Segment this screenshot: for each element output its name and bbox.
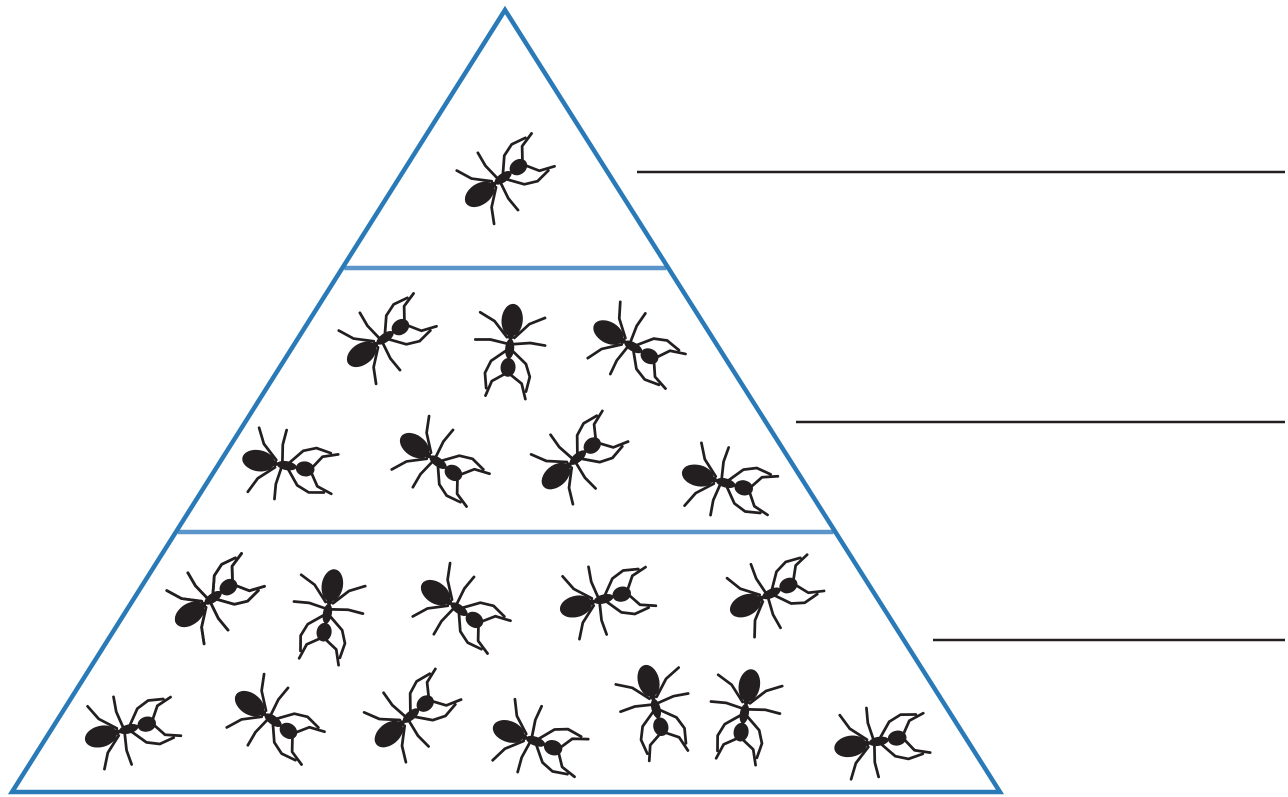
ant-icon xyxy=(379,406,500,521)
ant-icon xyxy=(283,561,372,670)
ant-icon xyxy=(519,398,640,515)
ant-icon xyxy=(400,553,521,668)
ant-icon xyxy=(479,691,595,793)
ant-icon xyxy=(74,681,187,776)
ant-icon xyxy=(154,539,275,654)
ant-icon xyxy=(826,697,935,786)
ant-icon xyxy=(575,292,695,403)
ant-icon xyxy=(234,421,343,510)
ant-icon xyxy=(671,436,784,531)
ant-icon xyxy=(352,656,473,773)
ant-icon xyxy=(444,119,565,234)
ant-icon xyxy=(609,654,704,767)
ant-icon xyxy=(326,279,447,394)
ant-icon xyxy=(714,539,832,646)
ant-icon xyxy=(469,299,550,402)
pyramid-outline xyxy=(7,5,1005,795)
ant-icon xyxy=(214,664,335,779)
ant-icon xyxy=(700,661,789,770)
ant-icon xyxy=(549,551,662,646)
